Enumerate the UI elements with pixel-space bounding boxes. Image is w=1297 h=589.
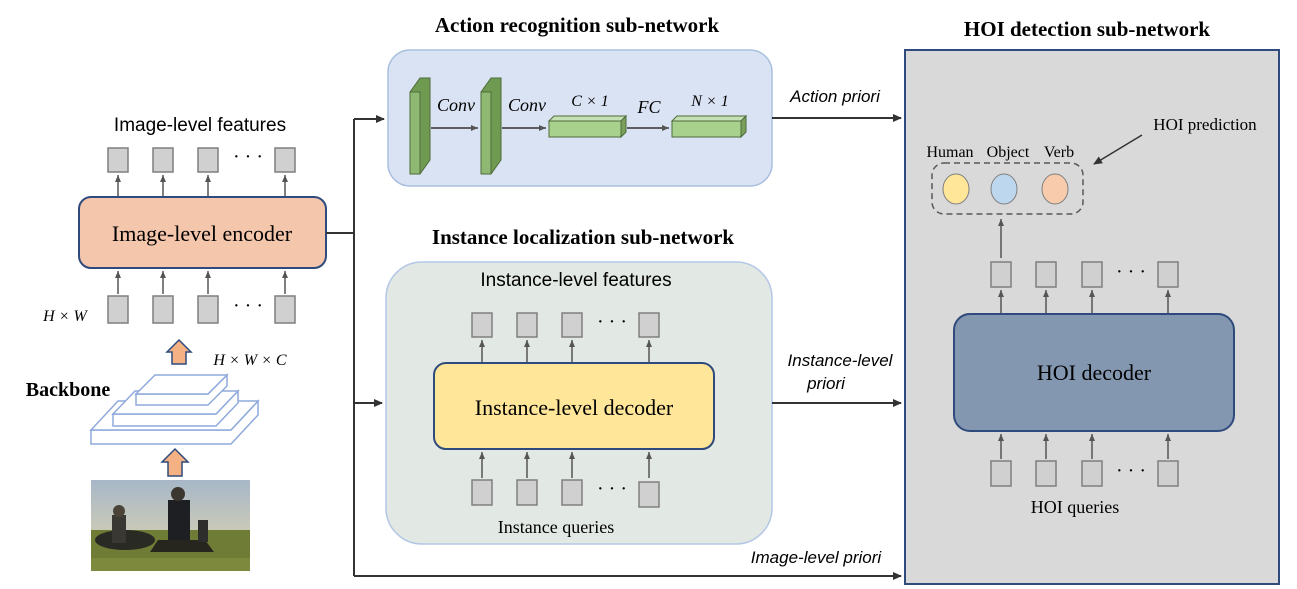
action-priori-label: Action priori: [789, 87, 881, 106]
ellipsis: · · ·: [597, 311, 627, 333]
hoi-feature-token: [1081, 261, 1103, 288]
hoi-queries-label: HOI queries: [1031, 497, 1119, 517]
instance-input-arrows: [479, 452, 652, 478]
hoi-query-token: [1081, 460, 1103, 487]
ellipsis: · · ·: [1116, 460, 1146, 482]
backbone-label: Backbone: [26, 379, 111, 401]
image-input-token: [197, 295, 219, 324]
instance-query-token: [561, 479, 583, 506]
hoi-prediction-pointer: [1093, 134, 1143, 165]
ellipsis: · · ·: [1116, 261, 1146, 283]
hoi-title: HOI detection sub-network: [964, 17, 1210, 41]
image-input-token: [274, 295, 296, 324]
instance-feature-token: [471, 312, 493, 338]
c1-block: [547, 114, 628, 139]
fc-label: FC: [636, 97, 661, 117]
human-dot: [942, 173, 970, 205]
instance-feature-token: [638, 312, 660, 338]
instance-level-decoder: [433, 362, 715, 450]
up-arrow-icon: [160, 447, 190, 477]
instance-decoder-label: Instance-level decoder: [475, 395, 674, 420]
instance-queries-label: Instance queries: [498, 517, 614, 537]
hoi-feature-token: [990, 261, 1012, 288]
image-input-token: [152, 295, 174, 324]
hoi-prediction-label: HOI prediction: [1153, 115, 1257, 134]
encoder-input-arrows: [115, 271, 288, 294]
hw-label: H × W: [42, 308, 88, 325]
hwc-label: H × W × C: [212, 352, 286, 369]
hoi-query-token: [990, 460, 1012, 487]
instance-feature-tokens: [471, 312, 660, 338]
image-feature-tokens: [107, 147, 296, 173]
instance-query-token: [516, 479, 538, 506]
ellipsis: · · ·: [233, 146, 263, 168]
hoi-feature-tokens: [990, 261, 1179, 288]
human-label: Human: [926, 144, 973, 161]
hoi-output-arrows: [998, 290, 1171, 313]
instance-priori-label-2: priori: [806, 374, 846, 393]
instance-query-token: [471, 479, 493, 506]
backbone-stack: [89, 373, 260, 445]
object-label: Object: [987, 144, 1030, 161]
encoder-branch-lines: [326, 119, 355, 576]
image-input-token: [107, 295, 129, 324]
image-feature-token: [274, 147, 296, 173]
input-photo: [91, 480, 250, 571]
c1-label: C × 1: [571, 93, 608, 110]
image-feature-token: [197, 147, 219, 173]
instance-feature-token: [516, 312, 538, 338]
action-title: Action recognition sub-network: [435, 13, 720, 37]
n1-label: N × 1: [690, 93, 728, 110]
image-features-label: Image-level features: [114, 115, 286, 136]
image-feature-token: [152, 147, 174, 173]
encoder-label: Image-level encoder: [112, 221, 293, 246]
verb-dot: [1041, 173, 1069, 205]
up-arrow-icon: [165, 338, 193, 365]
hoi-input-arrows: [998, 434, 1171, 459]
verb-label: Verb: [1044, 144, 1074, 161]
hoi-feature-token: [1157, 261, 1179, 288]
hoi-decoder-label: HOI decoder: [1037, 360, 1152, 385]
image-priori-label: Image-level priori: [751, 548, 883, 567]
instance-features-label: Instance-level features: [480, 270, 671, 291]
instance-feature-token: [561, 312, 583, 338]
hoi-prediction-group: [931, 162, 1084, 215]
instance-output-arrows: [479, 340, 652, 362]
hoi-feature-token: [1035, 261, 1057, 288]
image-feature-token: [107, 147, 129, 173]
instance-title: Instance localization sub-network: [432, 225, 734, 249]
object-dot: [990, 173, 1018, 205]
ellipsis: · · ·: [233, 295, 263, 317]
conv2-label: Conv: [508, 95, 546, 115]
instance-priori-label-1: Instance-level: [788, 351, 894, 370]
encoder-output-arrows: [115, 175, 288, 196]
instance-query-token: [638, 481, 660, 508]
hoi-decoder: [953, 313, 1235, 432]
image-input-tokens: [107, 295, 296, 324]
instance-query-tokens: [471, 479, 660, 508]
ellipsis: · · ·: [597, 478, 627, 500]
hoi-query-tokens: [990, 460, 1179, 487]
hoi-query-token: [1157, 460, 1179, 487]
conv-block-2: [480, 77, 502, 175]
conv-block-1: [409, 77, 431, 175]
conv1-label: Conv: [437, 95, 475, 115]
n1-block: [670, 114, 748, 139]
hoi-query-token: [1035, 460, 1057, 487]
